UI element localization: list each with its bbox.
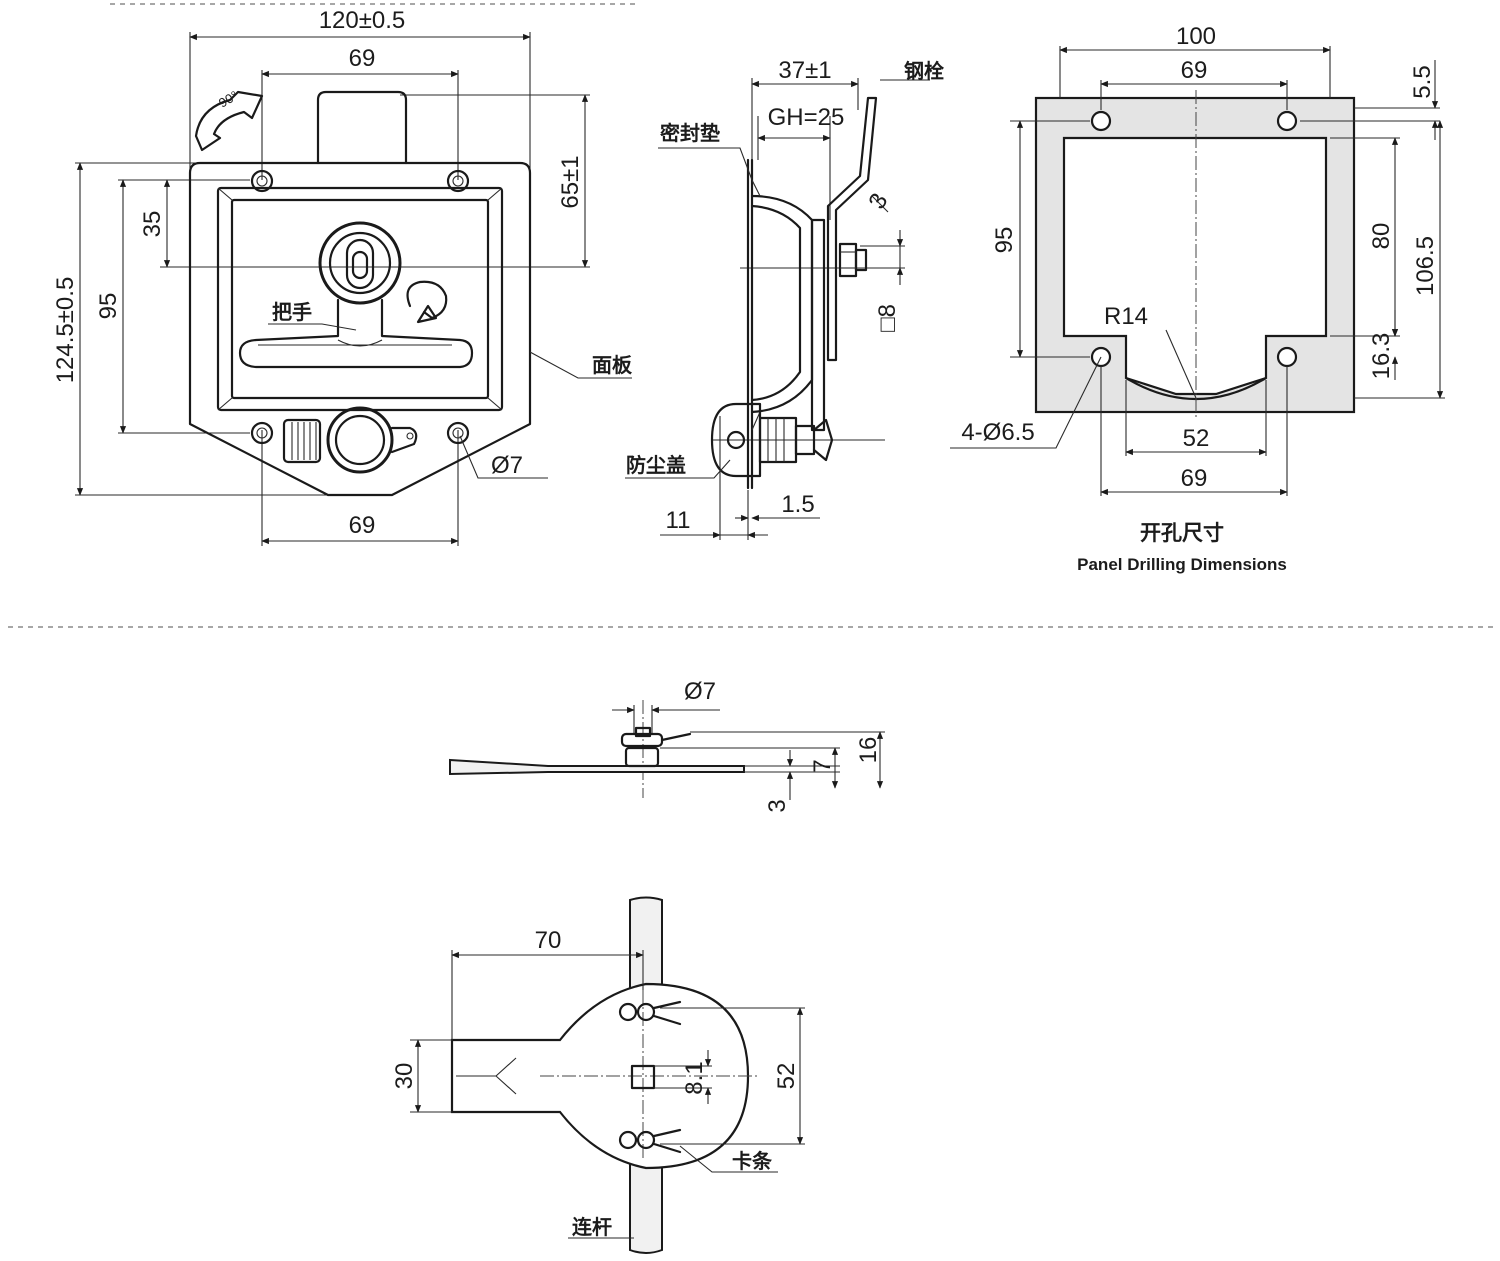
label-handle: 把手	[272, 300, 312, 324]
dim-handle: 65±1	[557, 155, 584, 208]
dim-cam-dia: Ø7	[684, 678, 716, 705]
cam-side-view: Ø7 16 7 3	[449, 678, 885, 813]
front-panel-outline	[188, 161, 532, 497]
label-panel: 面板	[592, 353, 633, 377]
dim-drill-v-pitch: 95	[991, 227, 1018, 254]
dim-bottom-height: 16.3	[1368, 333, 1395, 380]
label-bolt: 钢栓	[904, 59, 944, 83]
cam-plate-side	[449, 758, 745, 776]
dim-base: 11	[666, 507, 691, 534]
dim-height: 124.5±0.5	[52, 277, 79, 384]
square-hole	[630, 1064, 656, 1090]
mount-hole	[446, 421, 470, 445]
key-cylinder	[326, 406, 394, 474]
dim-cam-length: 70	[535, 927, 562, 954]
dim-plate: 1.5	[781, 491, 814, 518]
dim-width: 120±0.5	[319, 7, 406, 34]
dim-bend: 3	[863, 189, 893, 214]
side-panel-plate	[746, 158, 754, 490]
drilling-cutout	[1062, 136, 1328, 396]
dust-cover	[710, 402, 762, 478]
steel-bolt	[826, 96, 878, 362]
mount-hole	[446, 169, 470, 193]
dim-cam-mid: 7	[809, 759, 836, 772]
drill-hole	[1276, 346, 1298, 368]
dim-notch: 52	[1183, 425, 1210, 452]
dim-top-offset: 5.5	[1409, 65, 1436, 98]
retaining-clip	[618, 1128, 682, 1154]
dim-grip: GH=25	[768, 104, 845, 131]
dim-cam-dia-top: 52	[773, 1063, 800, 1090]
panel-drilling-view: 100 69 95 5.5 80 106.5 16.3 R14 52 69 4-…	[950, 23, 1445, 574]
cam-top-view: 70 30 8.1 52 卡条 连杆	[391, 896, 805, 1254]
dim-cam-width: 30	[391, 1063, 418, 1090]
dim-square: □8	[874, 304, 901, 332]
front-view: 90° 120±0.5 69 69 124.5±0.5 95 35 65±1 Ø…	[52, 7, 633, 546]
dim-square-hole: 8.1	[681, 1061, 708, 1094]
label-clip: 卡条	[732, 1149, 773, 1173]
dim-outer-width: 100	[1176, 23, 1216, 50]
label-gasket: 密封垫	[660, 121, 720, 145]
dim-cam-plate: 3	[764, 799, 791, 812]
t-handle	[238, 298, 474, 369]
dim-hole-dia: Ø7	[491, 452, 523, 479]
drill-hole	[1276, 110, 1298, 132]
label-dust-cover: 防尘盖	[626, 453, 686, 477]
drilling-title-cn: 开孔尺寸	[1140, 521, 1224, 545]
side-view: 37±1 GH=25 3 □8 11 1.5 密封垫 钢栓 防尘盖	[625, 57, 944, 540]
drill-hole	[1090, 110, 1112, 132]
dim-offset: 35	[139, 211, 166, 238]
drilling-title-en: Panel Drilling Dimensions	[1077, 555, 1287, 574]
mount-hole	[250, 421, 274, 445]
dim-total-height: 106.5	[1412, 236, 1439, 296]
dim-hole-count: 4-Ø6.5	[961, 419, 1034, 446]
dim-top-hole-spacing: 69	[349, 45, 376, 72]
dim-hole-pitch: 95	[95, 293, 122, 320]
retaining-clip	[618, 1000, 682, 1026]
label-rod: 连杆	[572, 1215, 612, 1239]
dim-drill-top-holes: 69	[1181, 57, 1208, 84]
rotation-arrow	[194, 90, 264, 152]
dim-cam-total: 16	[855, 737, 882, 764]
dim-bottom-hole-spacing: 69	[349, 512, 376, 539]
mount-hole	[250, 169, 274, 193]
dim-drill-bottom-holes: 69	[1181, 465, 1208, 492]
dim-side-total: 37±1	[778, 57, 831, 84]
dim-cutout-height: 80	[1368, 223, 1395, 250]
dim-radius: R14	[1104, 303, 1148, 330]
angle-label: 90°	[216, 88, 241, 111]
